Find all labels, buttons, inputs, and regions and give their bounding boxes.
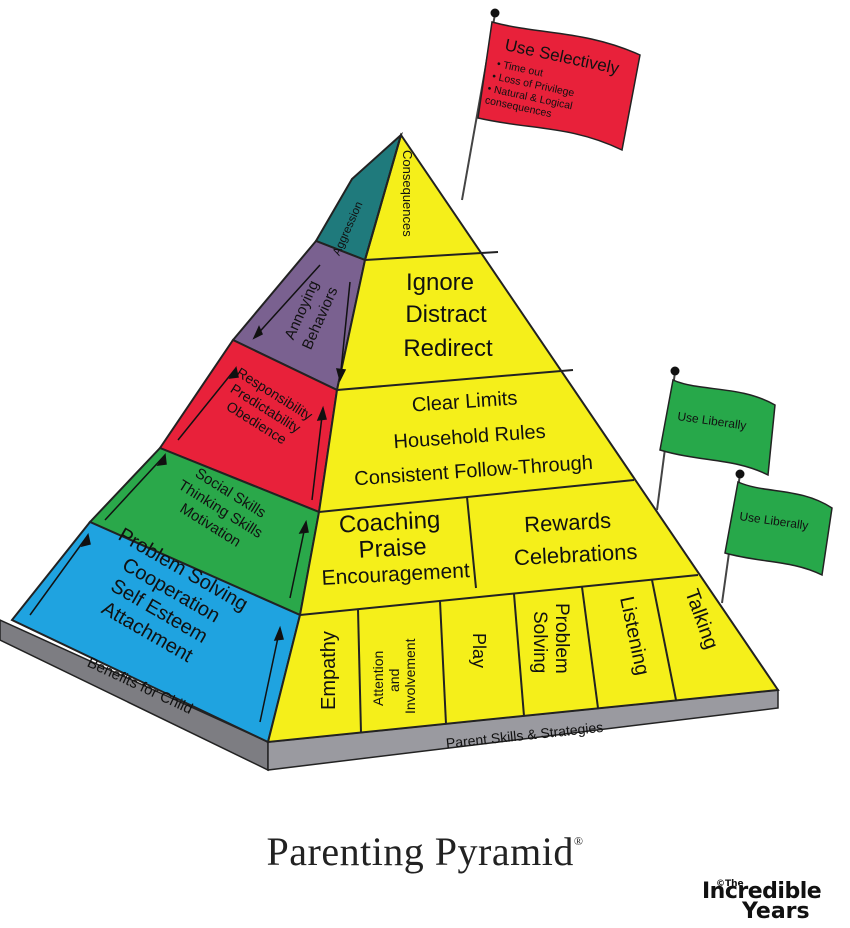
base-divider-1 (357, 608, 362, 734)
right-tier-4-left-line-2: Praise (358, 533, 427, 564)
registered-mark: ® (573, 834, 584, 848)
logo-line-1: Incredible (702, 879, 822, 904)
flag-pole-top-knob (490, 8, 500, 18)
right-tier-4-right-text: Rewards Celebrations (513, 508, 638, 570)
cell-attention-line-3: Involvement (402, 638, 418, 714)
right-divider-3 (318, 479, 635, 513)
logo-the: ©The (716, 879, 744, 889)
page-title: Parenting Pyramid® (0, 828, 850, 875)
cell-attention-line-1: Attention (370, 651, 386, 706)
right-tier-4-left-line-1: Coaching (338, 506, 441, 538)
left-face-arrows (29, 264, 351, 723)
cell-play: Play (469, 633, 489, 668)
right-divider-2 (336, 369, 574, 391)
cell-attention: Attention and Involvement (370, 638, 418, 714)
cell-empathy: Empathy (318, 631, 340, 710)
flag-pole-low-knob (735, 469, 745, 479)
logo-line-2: Years (742, 899, 810, 924)
right-face (266, 132, 780, 744)
apex-edge (364, 134, 402, 261)
consequences-label: Consequences (400, 150, 415, 237)
right-tier-2-line-2: Distract (405, 301, 487, 328)
flag-use-selectively (477, 21, 641, 152)
base-divider-5 (651, 579, 677, 701)
cell-attention-line-2: and (386, 669, 402, 692)
page-title-text: Parenting Pyramid (266, 829, 574, 874)
cell-problem-solving-line-1: Problem (551, 603, 572, 674)
right-divider-4 (299, 574, 699, 616)
base-divider-2 (439, 600, 447, 725)
right-tier-2-text: Ignore Distract Redirect (403, 269, 493, 362)
right-tier-2-line-1: Ignore (406, 269, 474, 296)
flag-use-liberally-mid (659, 378, 776, 477)
right-divider-1 (364, 251, 499, 261)
cell-problem-solving-line-2: Solving (529, 611, 550, 673)
base-divider-3 (513, 593, 525, 717)
right-divider-tier4 (466, 496, 477, 589)
right-tier-2-line-3: Redirect (403, 335, 493, 362)
cell-problem-solving: Problem Solving (529, 603, 572, 674)
flag-pole-mid-knob (670, 366, 680, 376)
flag-use-liberally-low (724, 480, 833, 577)
right-tier-4-right-line-1: Rewards (524, 508, 612, 538)
base-divider-4 (581, 586, 599, 709)
right-tier-4-left-text: Coaching Praise Encouragement (321, 506, 470, 589)
